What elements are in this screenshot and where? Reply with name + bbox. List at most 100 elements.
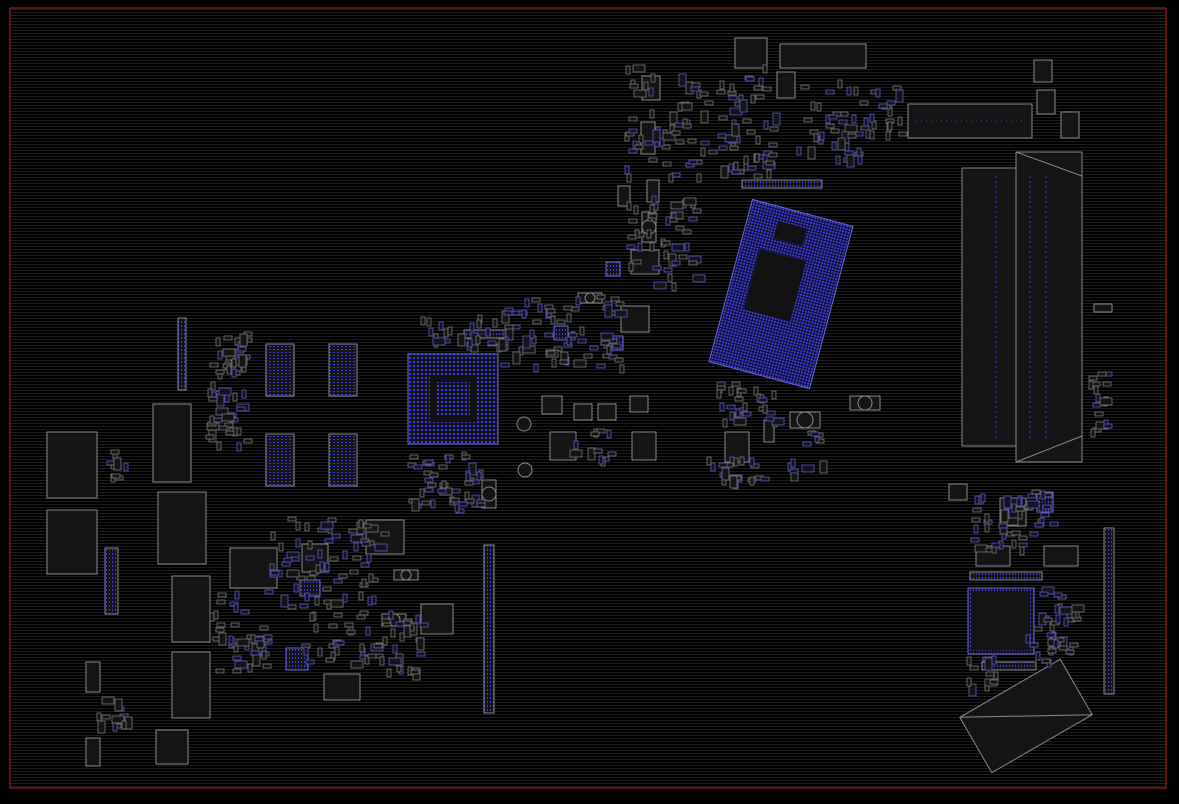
smd-passive[interactable] [985, 671, 995, 677]
smd-passive[interactable] [718, 462, 728, 468]
smd-passive[interactable] [215, 337, 221, 347]
smd-passive[interactable] [662, 161, 672, 167]
smd-passive[interactable] [380, 531, 390, 537]
smd-passive[interactable] [726, 404, 736, 410]
smd-passive[interactable] [467, 338, 473, 348]
smd-passive[interactable] [646, 229, 652, 239]
smd-passive[interactable] [468, 462, 477, 476]
smd-passive[interactable] [742, 118, 752, 124]
smd-passive[interactable] [1034, 522, 1044, 528]
smd-passive[interactable] [856, 147, 862, 157]
smd-passive[interactable] [342, 550, 348, 560]
smd-passive[interactable] [240, 609, 250, 615]
vertical-connector-right[interactable] [1103, 527, 1115, 695]
smd-passive[interactable] [671, 260, 681, 266]
smd-passive[interactable] [869, 130, 875, 140]
smd-passive[interactable] [476, 471, 482, 481]
smd-passive[interactable] [573, 359, 587, 368]
smd-passive[interactable] [758, 77, 764, 87]
smd-passive[interactable] [356, 614, 366, 620]
smd-passive[interactable] [650, 73, 656, 83]
smd-passive[interactable] [447, 326, 453, 336]
smd-passive[interactable] [1015, 506, 1025, 512]
smd-passive[interactable] [546, 308, 556, 314]
fpc-connector[interactable] [969, 571, 1043, 581]
smd-passive[interactable] [688, 260, 698, 266]
smd-passive[interactable] [671, 282, 677, 292]
smd-passive[interactable] [430, 499, 436, 509]
smd-passive[interactable] [846, 86, 852, 96]
smd-passive[interactable] [600, 340, 610, 346]
smd-passive[interactable] [1018, 535, 1028, 541]
smd-passive[interactable] [765, 160, 775, 166]
smd-passive[interactable] [989, 679, 999, 685]
smd-passive[interactable] [485, 327, 491, 337]
smd-passive[interactable] [844, 124, 858, 133]
smd-passive[interactable] [579, 326, 585, 336]
smd-passive[interactable] [671, 130, 681, 136]
smd-passive[interactable] [450, 497, 460, 503]
smd-passive[interactable] [1097, 371, 1107, 377]
smd-passive[interactable] [371, 595, 377, 605]
smd-passive[interactable] [810, 431, 820, 437]
smd-passive[interactable] [386, 668, 392, 678]
smd-passive[interactable] [753, 173, 763, 179]
smd-passive[interactable] [307, 540, 313, 550]
smd-passive[interactable] [628, 148, 638, 154]
smd-passive[interactable] [716, 389, 722, 399]
smd-passive[interactable] [424, 459, 434, 465]
smd-passive[interactable] [232, 655, 242, 661]
smd-passive[interactable] [261, 650, 267, 660]
smd-passive[interactable] [886, 100, 896, 106]
smd-passive[interactable] [335, 640, 345, 646]
smd-passive[interactable] [721, 467, 730, 481]
smd-passive[interactable] [844, 142, 850, 152]
smd-passive[interactable] [716, 89, 726, 95]
smd-passive[interactable] [998, 523, 1008, 529]
smd-passive[interactable] [984, 523, 990, 533]
smd-passive[interactable] [629, 83, 639, 89]
smd-passive[interactable] [469, 322, 475, 332]
fpc-connector[interactable] [981, 661, 1037, 671]
smd-passive[interactable] [209, 362, 219, 368]
smd-passive[interactable] [205, 434, 215, 440]
smd-passive[interactable] [1102, 381, 1112, 387]
smd-passive[interactable] [382, 636, 388, 646]
smd-passive[interactable] [765, 416, 775, 422]
smd-passive[interactable] [213, 417, 223, 423]
smd-passive[interactable] [232, 668, 242, 674]
smd-passive[interactable] [123, 462, 129, 472]
connector-left-3[interactable] [157, 491, 207, 565]
smd-passive[interactable] [692, 208, 702, 214]
smd-passive[interactable] [563, 305, 573, 311]
smd-passive[interactable] [731, 169, 741, 175]
smd-passive[interactable] [973, 524, 979, 534]
smd-passive[interactable] [720, 165, 729, 179]
smd-passive[interactable] [236, 442, 242, 452]
ec-controller-chip[interactable] [967, 587, 1035, 655]
smd-passive[interactable] [897, 116, 903, 126]
smd-passive[interactable] [652, 265, 662, 271]
smd-passive[interactable] [644, 140, 654, 146]
smd-passive[interactable] [416, 651, 426, 657]
smd-passive[interactable] [649, 242, 655, 252]
smd-passive[interactable] [991, 542, 1001, 548]
smd-passive[interactable] [830, 128, 840, 134]
vertical-connector[interactable] [483, 544, 495, 714]
smd-passive[interactable] [216, 441, 222, 451]
smd-passive[interactable] [771, 417, 785, 426]
smd-passive[interactable] [991, 655, 997, 665]
smd-passive[interactable] [966, 656, 972, 666]
smd-passive[interactable] [218, 425, 228, 431]
smd-passive[interactable] [624, 165, 630, 175]
smd-passive[interactable] [593, 448, 603, 454]
smd-passive[interactable] [324, 562, 330, 572]
smd-passive[interactable] [1053, 592, 1063, 598]
smd-passive[interactable] [437, 488, 447, 494]
smd-passive[interactable] [381, 618, 391, 624]
smd-passive[interactable] [409, 622, 415, 632]
smd-passive[interactable] [304, 592, 310, 602]
smd-passive[interactable] [844, 150, 854, 156]
smd-passive[interactable] [424, 487, 434, 493]
smd-passive[interactable] [614, 357, 624, 363]
